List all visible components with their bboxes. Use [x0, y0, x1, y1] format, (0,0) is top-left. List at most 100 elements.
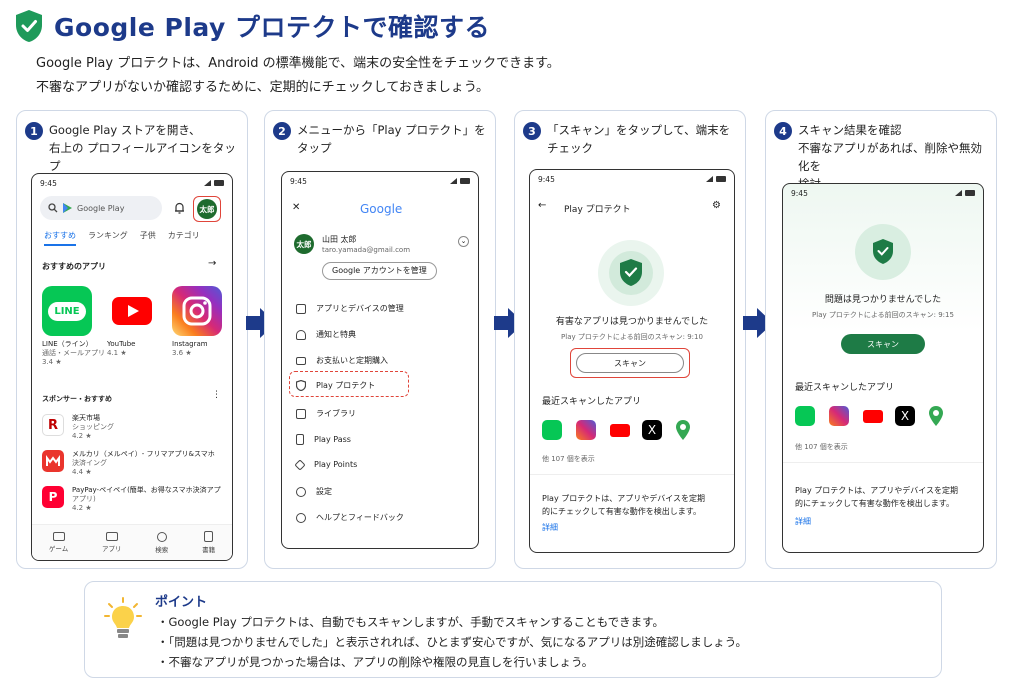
shield-check-icon	[855, 224, 911, 280]
arrow-right-icon	[494, 308, 524, 338]
google-logo: Google	[360, 202, 403, 216]
scan-button[interactable]: スキャン	[576, 353, 684, 373]
highlight-box	[289, 371, 409, 397]
step-number: 1	[25, 122, 43, 140]
ticket-icon	[296, 434, 304, 445]
maps-app-icon[interactable]	[676, 420, 690, 440]
details-link[interactable]: 詳細	[795, 517, 811, 526]
page-title: Google Play プロテクトで確認する	[54, 13, 490, 42]
manage-account-button[interactable]: Google アカウントを管理	[322, 262, 437, 280]
page-header: Google Play プロテクトで確認する	[14, 8, 490, 44]
shield-icon	[296, 380, 306, 391]
youtube-app-icon[interactable]	[863, 410, 883, 423]
point-line-3: ・不審なアプリが見つかった場合は、アプリの削除や権限の見直しを行いましょう。	[157, 655, 594, 669]
highlight-box	[193, 196, 221, 222]
instagram-app-icon[interactable]	[172, 286, 222, 336]
mercari-icon[interactable]	[42, 450, 64, 472]
instagram-app-icon[interactable]	[829, 406, 849, 426]
line-app-icon[interactable]: LINE	[42, 286, 92, 336]
protect-description: Play プロテクトは、アプリやデバイスを定期的にチェックして有害な動作を検出し…	[542, 494, 705, 516]
line-app-icon[interactable]	[795, 406, 815, 426]
menu-apps-devices[interactable]: アプリとデバイスの管理	[296, 303, 404, 314]
apps-icon	[105, 532, 118, 541]
bell-icon	[296, 329, 306, 340]
list-item[interactable]: PayPay-ペイペイ(簡単、お得なスマホ決済アプアプリ)4.2 ★	[72, 486, 221, 512]
status-icons	[204, 180, 224, 186]
chevron-down-icon[interactable]: ⌄	[458, 236, 469, 247]
menu-play-points[interactable]: Play Points	[294, 458, 357, 471]
tab-ranking[interactable]: ランキング	[88, 231, 128, 240]
rakuten-icon[interactable]: R	[42, 414, 64, 436]
scan-status: 有害なアプリは見つかりませんでした	[555, 317, 709, 327]
step-number: 4	[774, 122, 792, 140]
point-line-1: ・Google Play プロテクトは、自動でもスキャンしますが、手動でスキャン…	[157, 615, 665, 629]
gear-icon	[296, 486, 306, 497]
details-link[interactable]: 詳細	[542, 523, 558, 532]
bell-icon[interactable]	[174, 202, 185, 214]
menu-help[interactable]: ヘルプとフィードバック	[296, 512, 404, 523]
menu-payments[interactable]: お支払いと定期購入	[296, 355, 388, 366]
tab-recommended[interactable]: おすすめ	[44, 230, 76, 246]
status-icons	[450, 178, 470, 184]
book-icon	[204, 531, 214, 542]
more-apps-link[interactable]: 他 107 個を表示	[795, 443, 848, 451]
step-1-card: 1 Google Play ストアを開き、右上の プロフィールアイコンをタップ …	[16, 110, 248, 569]
shield-check-icon	[598, 240, 664, 306]
nav-apps[interactable]: アプリ	[102, 532, 122, 553]
step-number: 2	[273, 122, 291, 140]
search-icon	[48, 203, 58, 213]
back-arrow-icon[interactable]: ←	[538, 200, 547, 211]
diamond-icon	[294, 458, 306, 471]
point-line-2: ・「問題は見つかりませんでした」と表示されれば、ひとまず安心ですが、気になるアプ…	[157, 635, 748, 649]
menu-settings[interactable]: 設定	[296, 486, 332, 497]
highlight-box	[570, 348, 690, 378]
paypay-icon[interactable]: P	[42, 486, 64, 508]
folder-icon	[296, 408, 306, 419]
point-box: ポイント ・Google Play プロテクトは、自動でもスキャンしますが、手動…	[84, 581, 942, 678]
status-icons	[706, 176, 726, 182]
search-bar[interactable]: Google Play	[40, 196, 162, 220]
close-icon[interactable]: ✕	[292, 202, 301, 213]
profile-avatar[interactable]: 太郎	[197, 199, 217, 219]
youtube-app-icon[interactable]	[107, 286, 157, 336]
line-app-icon[interactable]	[542, 420, 562, 440]
menu-play-pass[interactable]: Play Pass	[296, 434, 351, 445]
nav-search[interactable]: 検索	[155, 531, 168, 554]
card-icon	[296, 356, 306, 365]
step-number: 3	[523, 122, 541, 140]
phone-account-menu: 9:45 ✕ Google 太郎 山田 太郎 taro.yamada@gmail…	[281, 171, 479, 549]
phone-play-store: 9:45 Google Play 太郎 おすすめ ランキング 子供 カテゴリ お…	[31, 173, 233, 561]
shield-check-icon	[16, 10, 42, 42]
instagram-app-icon[interactable]	[576, 420, 596, 440]
user-email: taro.yamada@gmail.com	[322, 246, 411, 254]
more-vert-icon[interactable]: ⋮	[212, 390, 221, 400]
nav-books[interactable]: 書籍	[202, 531, 215, 554]
arrow-right-icon[interactable]: →	[208, 258, 217, 269]
gamepad-icon	[52, 532, 65, 541]
menu-library[interactable]: ライブラリ	[296, 408, 356, 419]
arrow-right-icon	[246, 308, 276, 338]
maps-app-icon[interactable]	[929, 406, 943, 426]
tab-kids[interactable]: 子供	[139, 231, 156, 240]
google-play-icon	[63, 203, 72, 213]
phone-play-protect: 9:45 ← Play プロテクト ⚙ 有害なアプリは見つかりませんでした Pl…	[529, 169, 735, 553]
tab-categories[interactable]: カテゴリ	[167, 231, 200, 240]
search-icon	[156, 531, 167, 542]
youtube-app-icon[interactable]	[610, 424, 630, 437]
menu-play-protect[interactable]: Play プロテクト	[296, 380, 375, 391]
profile-avatar: 太郎	[294, 234, 314, 254]
user-name: 山田 太郎	[322, 235, 357, 244]
phone-scan-result: 9:45 問題は見つかりませんでした Play プロテクトによる前回のスキャン:…	[782, 183, 984, 553]
scan-button[interactable]: スキャン	[841, 334, 925, 354]
x-app-icon[interactable]: X	[895, 406, 915, 426]
menu-notifications[interactable]: 通知と特典	[296, 329, 356, 340]
nav-games[interactable]: ゲーム	[49, 532, 68, 553]
more-apps-link[interactable]: 他 107 個を表示	[542, 455, 595, 463]
x-app-icon[interactable]: X	[642, 420, 662, 440]
step-2-card: 2 メニューから「Play プロテクト」をタップ 9:45 ✕ Google 太…	[264, 110, 496, 569]
gear-icon[interactable]: ⚙	[712, 200, 721, 211]
bottom-navigation: ゲーム アプリ 検索 書籍	[32, 524, 232, 560]
